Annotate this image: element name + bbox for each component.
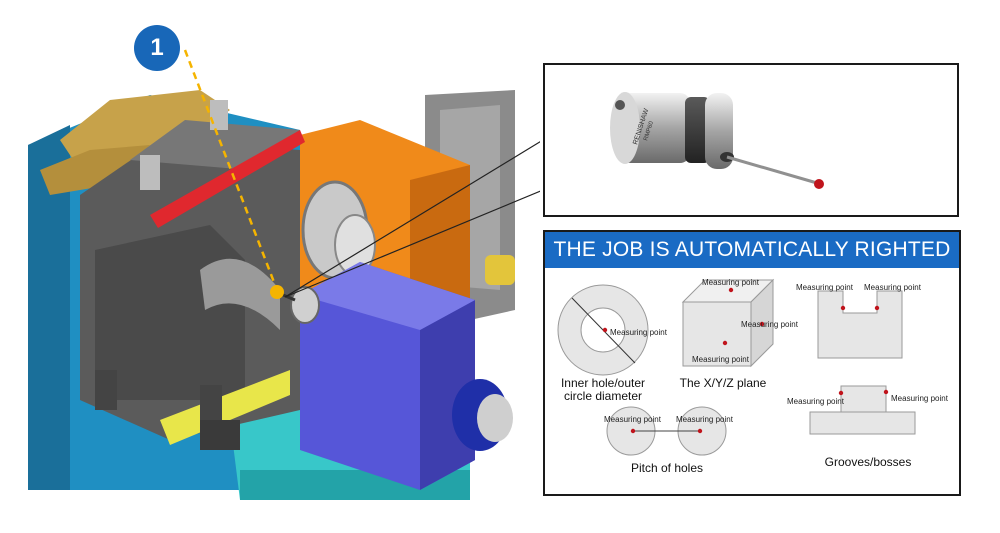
spindle-motor-face [477,394,513,442]
caption-pitch: Pitch of holes [630,461,704,475]
cube-point-side [759,321,765,327]
label-measuring-point: Measuring point [610,328,667,337]
label-measuring-point: Measuring point [787,397,844,406]
probe-screw [615,100,625,110]
callout-line-2 [284,190,540,298]
groove-point-left [840,305,846,311]
label-measuring-point: Measuring point [864,283,921,292]
caption-plane: The X/Y/Z plane [679,376,767,390]
label-measuring-point: Measuring point [741,320,798,329]
hole-right-point [697,428,703,434]
label-measuring-point: Measuring point [692,355,749,364]
boss-point-right [883,389,889,395]
caption-grooves: Grooves/bosses [824,455,912,469]
fixture-yellow-base [160,370,290,445]
caption-circle: Inner hole/outer circle diameter [560,376,646,403]
label-measuring-point: Measuring point [891,394,948,403]
machine-illustration [28,49,540,500]
spindle-yellow-cap [485,255,515,285]
bed-yellow-2 [40,145,150,195]
probe-collar [685,97,710,163]
label-measuring-point: Measuring point [676,415,733,424]
fixture-red-rail [150,130,305,228]
boss-point-left [838,390,844,396]
circle-measure-point [602,327,608,333]
probe-contact-point [270,285,284,299]
cube-point-front [722,340,728,346]
fixture-face [95,225,245,400]
groove-shape [817,290,903,359]
probe-photo: RENISHAW RMP60 [610,92,824,189]
clamp-1 [140,155,160,190]
spindle-block-side [420,300,475,490]
label-measuring-point: Measuring point [796,283,853,292]
hole-left-point [630,428,636,434]
probe-ruby-ball [814,179,824,189]
cube-point-top [728,287,734,293]
spindle-block-top [300,262,475,330]
clamp-4 [200,385,222,425]
fixture-groove [200,258,280,330]
laser-line [183,49,279,291]
probe-body-end [610,92,640,164]
probe-head [705,93,733,169]
measurement-diagrams [557,278,916,456]
boss-top [840,385,887,413]
label-measuring-point: Measuring point [604,415,661,424]
probe-stylus [726,155,818,185]
probe-photo-panel: RENISHAW RMP60 [543,63,959,217]
measurement-types-panel: THE JOB IS AUTOMATICALLY RIGHTED Measuri… [543,230,961,496]
machine-base-blue-dark [28,125,70,490]
step-number-badge: 1 [134,25,180,71]
clamp-3 [95,370,117,410]
panel-title: THE JOB IS AUTOMATICALLY RIGHTED [545,232,959,268]
groove-point-right [874,305,880,311]
clamp-2 [210,100,228,130]
clamp-5 [200,420,240,450]
boss-base [809,411,916,435]
callout-line-1 [284,141,540,298]
probe-tip-machine [290,286,320,324]
label-measuring-point: Measuring point [702,278,759,287]
